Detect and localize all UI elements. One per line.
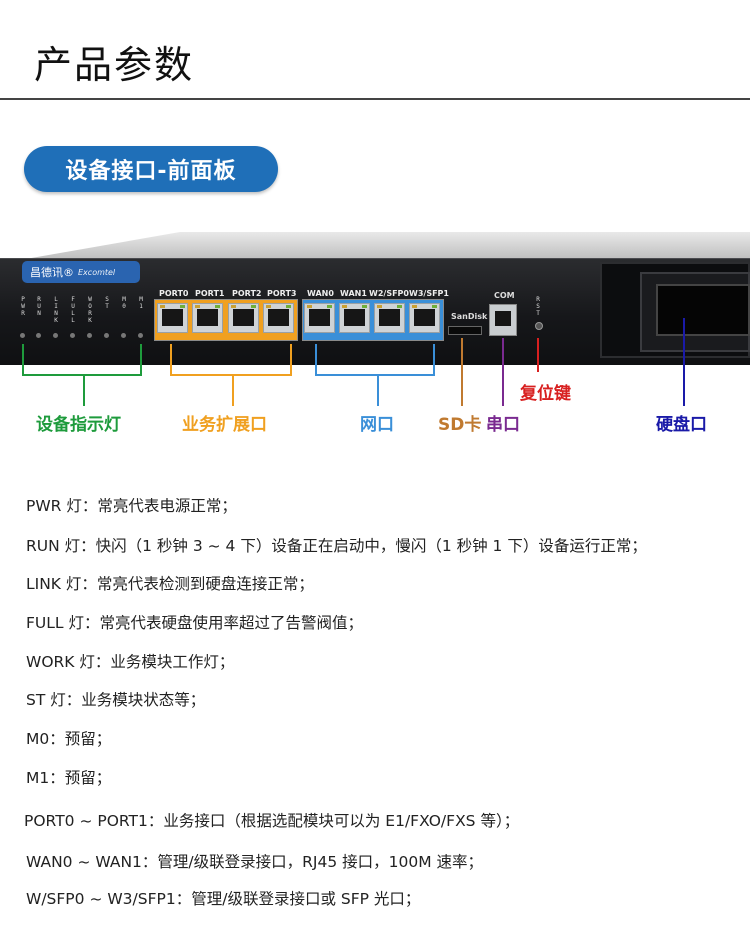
service-port-socket-3 — [263, 303, 294, 333]
network-port-label-1: WAN1 — [340, 289, 367, 298]
led-m1 — [138, 333, 143, 338]
service-port-socket-0 — [157, 303, 188, 333]
callout-service-ports: 业务扩展口 — [182, 415, 267, 435]
sd-card-slot — [448, 326, 482, 335]
network-port-label-2: W2/SFP0 — [369, 289, 409, 298]
indicator-bracket-bottom — [22, 374, 142, 376]
callout-reset: 复位键 — [520, 384, 571, 404]
service-port-label-2: PORT2 — [232, 289, 262, 298]
led-st — [104, 333, 109, 338]
service-bracket-bottom — [170, 374, 292, 376]
callout-network-ports: 网口 — [360, 415, 394, 435]
led-run — [36, 333, 41, 338]
indicator-leader — [83, 374, 85, 406]
network-port-socket-3 — [409, 303, 440, 333]
service-port-label-3: PORT3 — [267, 289, 297, 298]
hdd-leader — [683, 318, 685, 406]
description-st: ST 灯：业务模块状态等； — [26, 691, 206, 709]
hdd-tray-handle — [656, 284, 750, 336]
description-m0: M0：预留； — [26, 730, 112, 748]
indicator-bracket-right — [140, 344, 142, 376]
description-wan: WAN0 ~ WAN1：管理/级联登录接口，RJ45 接口，100M 速率； — [26, 853, 484, 871]
brand-logo-en: Excomtel — [78, 267, 116, 277]
led-link — [53, 333, 58, 338]
section-title-badge: 设备接口-前面板 — [24, 146, 278, 192]
service-port-label-0: PORT0 — [159, 289, 189, 298]
description-sfp: W/SFP0 ~ W3/SFP1：管理/级联登录接口或 SFP 光口； — [26, 890, 421, 908]
network-bracket-right — [433, 344, 435, 376]
sd-card-label: SanDisk — [451, 312, 488, 321]
title-divider — [0, 98, 750, 100]
network-bracket-left — [315, 344, 317, 376]
page-title: 产品参数 — [34, 43, 195, 87]
network-bracket-bottom — [315, 374, 435, 376]
description-link: LINK 灯：常亮代表检测到硬盘连接正常； — [26, 575, 314, 593]
network-port-socket-0 — [304, 303, 335, 333]
sd-card-leader — [461, 338, 463, 406]
description-run: RUN 灯：快闪（1 秒钟 3 ~ 4 下）设备正在启动中，慢闪（1 秒钟 1 … — [26, 537, 647, 555]
service-port-socket-2 — [228, 303, 259, 333]
network-port-label-3: W3/SFP1 — [409, 289, 449, 298]
indicator-bracket-left — [22, 344, 24, 376]
reset-button — [535, 322, 543, 330]
description-work: WORK 灯：业务模块工作灯； — [26, 653, 235, 671]
callout-serial: 串口 — [486, 415, 520, 435]
brand-logo: 昌德讯® Excomtel — [22, 261, 140, 283]
service-bracket-left — [170, 344, 172, 376]
device-top-cover — [20, 232, 750, 260]
description-m1: M1：预留； — [26, 769, 112, 787]
service-bracket-right — [290, 344, 292, 376]
brand-logo-cn: 昌德讯® — [30, 266, 74, 279]
led-work — [87, 333, 92, 338]
service-leader — [232, 374, 234, 406]
callout-indicators: 设备指示灯 — [36, 415, 121, 435]
service-port-socket-1 — [192, 303, 223, 333]
led-pwr — [20, 333, 25, 338]
callout-sd-card: SD卡 — [438, 415, 482, 435]
network-port-socket-1 — [339, 303, 370, 333]
callout-hdd: 硬盘口 — [656, 415, 707, 435]
description-full: FULL 灯：常亮代表硬盘使用率超过了告警阀值； — [26, 614, 363, 632]
network-leader — [377, 374, 379, 406]
led-full — [70, 333, 75, 338]
description-pwr: PWR 灯：常亮代表电源正常； — [26, 497, 237, 515]
led-m0 — [121, 333, 126, 338]
network-port-label-0: WAN0 — [307, 289, 334, 298]
description-port: PORT0 ~ PORT1：业务接口（根据选配模块可以为 E1/FXO/FXS … — [24, 812, 520, 830]
com-port — [489, 304, 517, 336]
com-port-label: COM — [494, 291, 515, 300]
reset-leader — [537, 338, 539, 372]
serial-leader — [502, 338, 504, 406]
service-port-label-1: PORT1 — [195, 289, 225, 298]
network-port-socket-2 — [374, 303, 405, 333]
